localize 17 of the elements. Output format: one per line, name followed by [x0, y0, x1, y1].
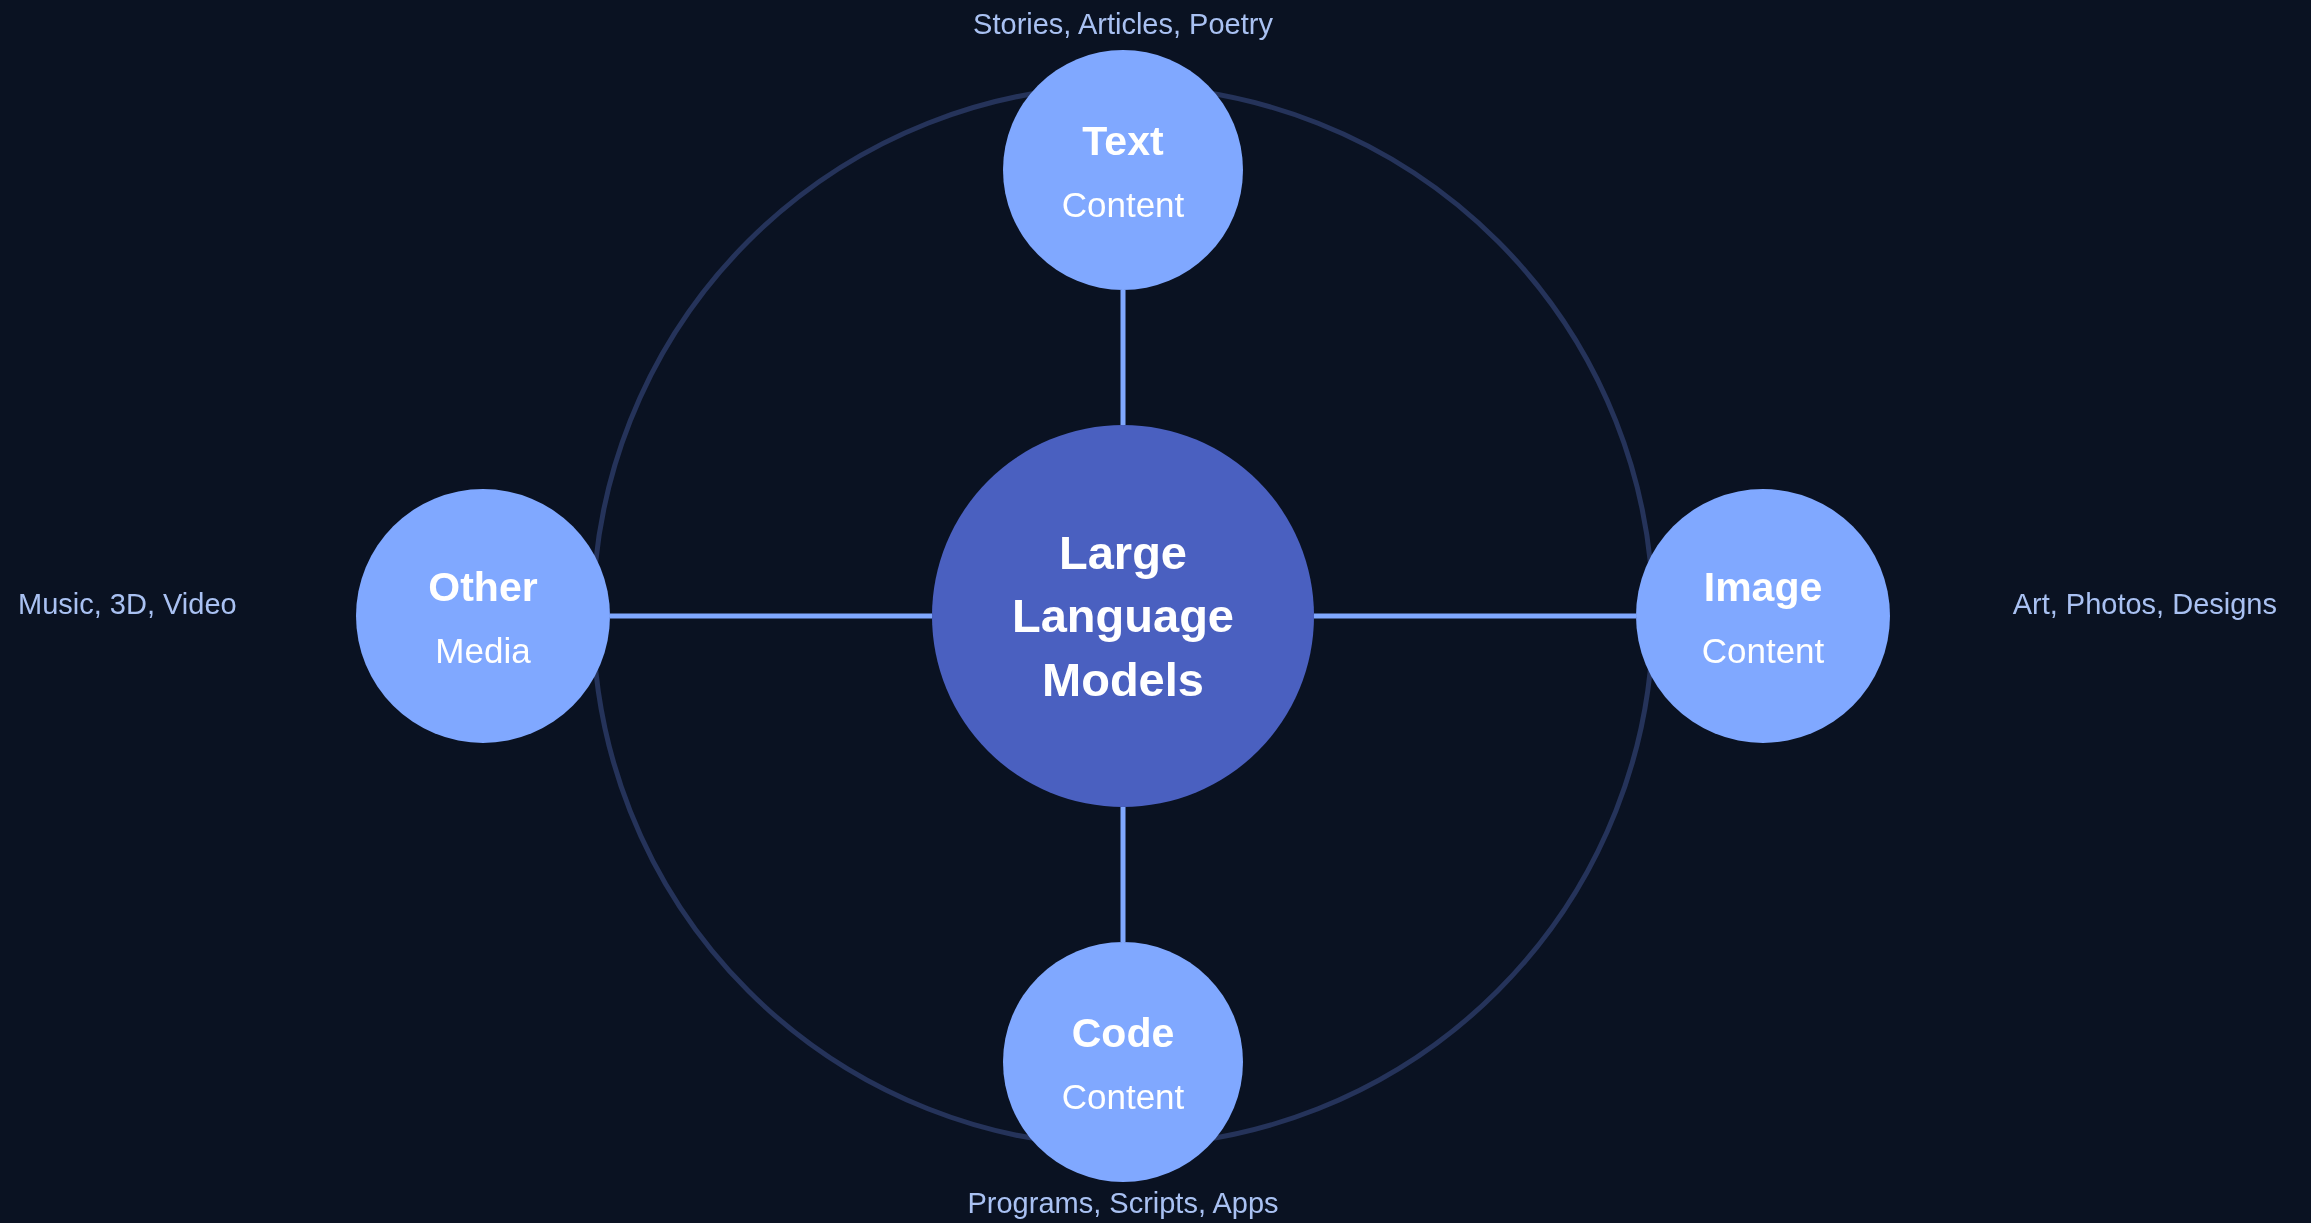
- node-subtitle: Content: [1061, 1075, 1185, 1118]
- category-examples: Stories, Articles, Poetry: [973, 6, 1273, 42]
- node-title: Other: [428, 563, 538, 613]
- node-subtitle: Content: [1061, 183, 1185, 226]
- node-subtitle: Media: [435, 629, 531, 672]
- connector-line: [1120, 807, 1126, 942]
- node-subtitle: Content: [1701, 629, 1825, 672]
- connector-line: [610, 613, 932, 619]
- node-title: Large Language Models: [1011, 524, 1235, 708]
- node-title: Code: [1071, 1009, 1175, 1059]
- category-examples: Programs, Scripts, Apps: [967, 1185, 1279, 1221]
- node-title: Image: [1703, 563, 1823, 613]
- node-title: Text: [1082, 117, 1164, 167]
- category-examples: Art, Photos, Designs: [2012, 586, 2277, 622]
- connector-line: [1314, 613, 1636, 619]
- category-examples: Music, 3D, Video: [18, 586, 237, 622]
- connector-line: [1120, 290, 1126, 425]
